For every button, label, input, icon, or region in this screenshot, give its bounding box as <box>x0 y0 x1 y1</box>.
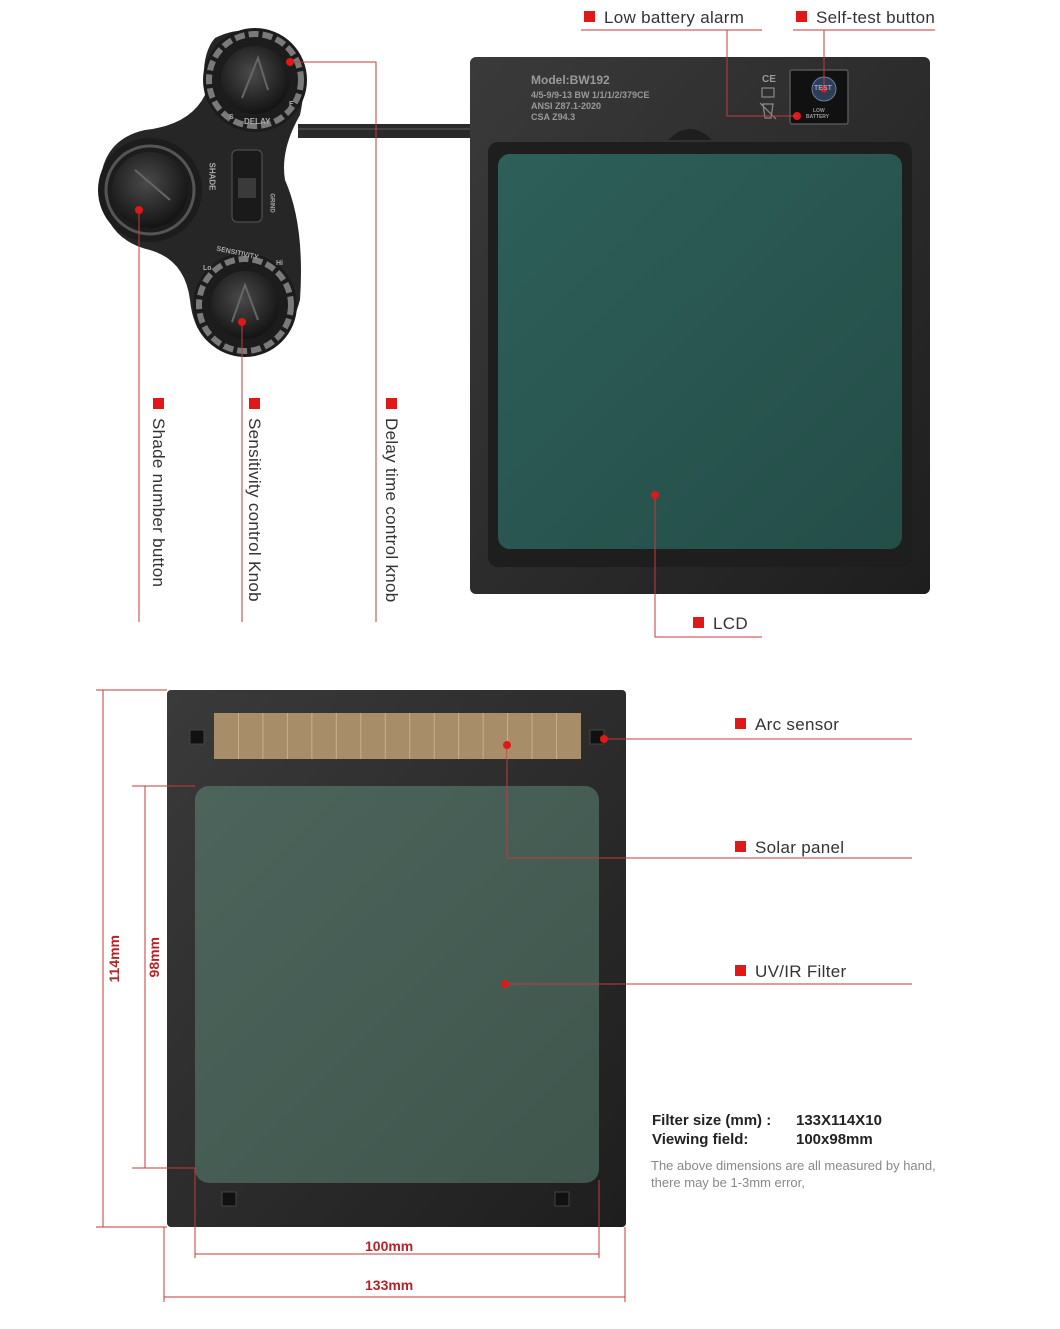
callout-dots-top <box>135 58 828 499</box>
csa-label: CSA Z94.3 <box>531 112 576 122</box>
red-square-icon <box>385 398 397 409</box>
callout-uv-ir-filter: UV/IR Filter <box>735 962 846 982</box>
adf-front-unit <box>470 57 930 594</box>
corner-sensor-bl <box>221 1191 237 1207</box>
grind-text: GRIND <box>268 193 275 213</box>
callout-delay-time-control-knob: Delay time control knob <box>381 398 401 603</box>
hi-text: Hi <box>276 260 283 267</box>
shade-knob[interactable] <box>98 138 202 242</box>
manual-icon <box>761 87 775 98</box>
delay-f-text: F <box>289 101 294 108</box>
ce-mark: CE <box>762 74 776 85</box>
red-square-icon <box>735 841 746 852</box>
callout-dots-bottom <box>501 735 608 988</box>
viewing-field-value: 100x98mm <box>796 1131 873 1148</box>
corner-sensor-br <box>554 1191 570 1207</box>
callout-lcd: LCD <box>693 614 748 634</box>
low-battery-label-2: BATTERY <box>806 114 830 120</box>
callout-sensitivity-control-knob: Sensitivity control Knob <box>244 398 264 602</box>
model-label: Model:BW192 <box>531 73 610 87</box>
callout-lines-bottom <box>505 738 912 985</box>
dimension-height-total: 114mm <box>106 935 122 983</box>
callout-self-test-button: Self-test button <box>796 8 935 28</box>
note-line-2: there may be 1-3mm error, <box>651 1175 805 1190</box>
red-square-icon <box>693 617 704 628</box>
shade-text: SHADE <box>207 162 217 191</box>
red-square-icon <box>735 718 746 729</box>
callout-arc-sensor: Arc sensor <box>735 715 839 735</box>
control-panel <box>98 28 472 357</box>
shade-spec-label: 4/5-9/9-13 BW 1/1/1/2/379CE <box>531 90 650 100</box>
callout-shade-number-button: Shade number button <box>148 398 168 587</box>
test-button-label: TEST <box>814 85 832 92</box>
low-battery-label-1: LOW <box>813 108 825 114</box>
delay-s-text: S <box>229 114 234 121</box>
dimension-width-total: 133mm <box>365 1277 414 1293</box>
red-square-icon <box>796 11 807 22</box>
lo-text: Lo <box>203 265 212 272</box>
lcd-screen <box>498 154 902 549</box>
dimension-height-view: 98mm <box>146 937 162 978</box>
adf-back-unit <box>167 690 626 1227</box>
callout-low-battery-alarm: Low battery alarm <box>584 8 744 28</box>
note-line-1: The above dimensions are all measured by… <box>651 1158 936 1173</box>
ansi-label: ANSI Z87.1-2020 <box>531 101 602 111</box>
filter-size-value: 133X114X10 <box>796 1112 882 1129</box>
filter-size-label: Filter size (mm) : <box>652 1112 772 1129</box>
red-square-icon <box>248 398 260 409</box>
callout-lines-top <box>138 29 935 638</box>
delay-knob[interactable] <box>203 28 307 132</box>
red-square-icon <box>584 11 595 22</box>
uv-ir-filter-window <box>195 786 599 1183</box>
delay-text: DELAY <box>244 117 271 126</box>
red-square-icon <box>735 965 746 976</box>
sensitivity-knob[interactable] <box>193 253 297 357</box>
red-square-icon <box>152 398 164 409</box>
dimension-width-view: 100mm <box>365 1238 414 1254</box>
solar-panel-strip <box>214 713 581 759</box>
dimension-lines <box>96 689 626 1302</box>
callout-solar-panel: Solar panel <box>735 838 844 858</box>
arc-sensor-left <box>189 729 205 745</box>
grind-switch[interactable] <box>231 149 263 223</box>
recycle-bin-icon <box>762 103 774 119</box>
viewing-field-label: Viewing field: <box>652 1131 749 1148</box>
